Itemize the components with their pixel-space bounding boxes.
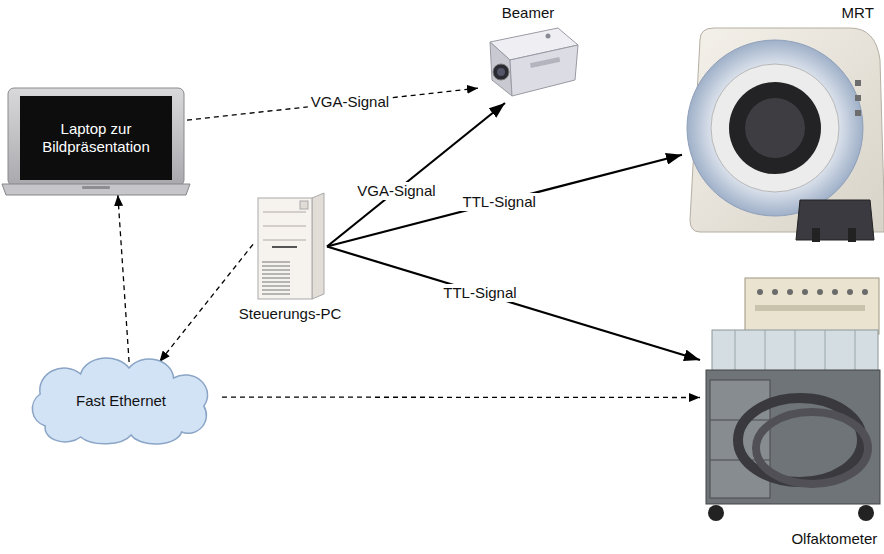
pc-tower-drawing bbox=[258, 193, 324, 299]
signal-arrow bbox=[327, 155, 682, 247]
signal-label: TTL-Signal bbox=[459, 193, 538, 211]
dashed-connector bbox=[187, 88, 478, 120]
olfactometer: Olfaktometer bbox=[700, 275, 884, 525]
dashed-connector bbox=[222, 396, 700, 398]
device-label: Beamer bbox=[502, 4, 555, 22]
projector: Beamer bbox=[478, 25, 578, 103]
signal-arrow bbox=[327, 103, 505, 247]
signal-label: TTL-Signal bbox=[440, 284, 519, 302]
dashed-connector bbox=[118, 195, 129, 362]
cloud-text: Fast Ethernet bbox=[20, 362, 222, 440]
scanner-drawing bbox=[687, 28, 884, 242]
dashed-connector bbox=[159, 244, 253, 362]
laptop-drawing bbox=[2, 88, 190, 195]
device-label: Steuerungs-PC bbox=[239, 305, 342, 323]
network-cloud: Fast Ethernet bbox=[20, 362, 222, 440]
device-label: MRT bbox=[842, 4, 874, 22]
control-pc: Steuerungs-PC bbox=[253, 193, 327, 300]
signal-label: VGA-Signal bbox=[308, 93, 392, 111]
scanner: MRT bbox=[682, 25, 884, 245]
laptop: Laptop zur Bildpräsentation bbox=[5, 88, 187, 195]
screen-text: Laptop zur Bildpräsentation bbox=[23, 96, 169, 180]
signal-label: VGA-Signal bbox=[354, 182, 438, 200]
signal-arrow bbox=[327, 247, 700, 361]
projector-drawing bbox=[490, 28, 578, 96]
olfactometer-drawing bbox=[706, 278, 880, 521]
device-label: Olfaktometer bbox=[791, 530, 877, 548]
